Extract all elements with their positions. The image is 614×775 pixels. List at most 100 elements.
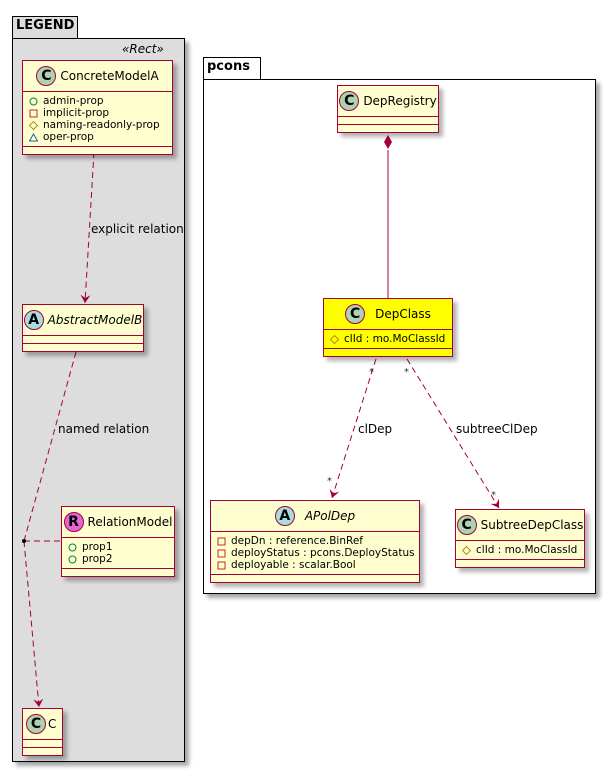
- attribute-row: naming-readonly-prop: [29, 119, 166, 131]
- attribute-name: deployStatus : pcons.DeployStatus: [231, 547, 415, 559]
- attribute-name: deployable : scalar.Bool: [231, 559, 356, 571]
- attribute-name: depDn : reference.BinRef: [231, 535, 363, 547]
- package-visibility-icon: [29, 132, 38, 141]
- class-dep-class[interactable]: C DepClass clId : mo.MoClassId: [323, 298, 453, 357]
- class-name: RelationModel: [87, 515, 173, 529]
- class-c-icon: C: [36, 66, 57, 86]
- methods-compartment: [324, 349, 452, 356]
- legend-package-tab: LEGEND: [12, 16, 78, 38]
- methods-compartment: [23, 748, 62, 755]
- attribute-list: prop1 prop2: [62, 538, 174, 569]
- subtree-cl-dep-source-multiplicity: *: [404, 367, 409, 378]
- explicit-relation-label: explicit relation: [91, 222, 184, 236]
- class-header: C SubtreeDepClass: [456, 510, 584, 541]
- class-name: DepRegistry: [363, 94, 437, 108]
- public-visibility-icon: [68, 543, 77, 551]
- pcons-package-tab: pcons: [203, 57, 261, 79]
- edge-subtree-cl-dep: [406, 358, 500, 509]
- legend-package: [12, 38, 185, 762]
- class-subtree-dep-class[interactable]: C SubtreeDepClass clId : mo.MoClassId: [455, 509, 585, 568]
- methods-compartment: [23, 344, 143, 351]
- methods-compartment: [62, 569, 174, 576]
- class-header: R RelationModel: [62, 507, 174, 538]
- protected-visibility-icon: [462, 545, 471, 555]
- cl-dep-target-multiplicity: *: [327, 476, 332, 487]
- class-c[interactable]: C C: [22, 708, 63, 756]
- class-concrete-model-a[interactable]: C ConcreteModelA admin-prop implicit-pro…: [22, 60, 173, 155]
- attribute-name: naming-readonly-prop: [43, 119, 160, 131]
- composition-diamond-icon: [384, 135, 392, 149]
- attribute-list: admin-prop implicit-prop naming-readonly…: [23, 92, 172, 147]
- attribute-row: deployable : scalar.Bool: [217, 559, 413, 571]
- methods-compartment: [456, 560, 584, 567]
- private-visibility-icon: [217, 537, 226, 545]
- relation-r-icon: R: [63, 512, 84, 532]
- attribute-list: clId : mo.MoClassId: [456, 541, 584, 560]
- class-c-icon: C: [456, 515, 477, 535]
- attribute-list: clId : mo.MoClassId: [324, 330, 452, 349]
- edge-named-relation-lower: [23, 540, 44, 708]
- edge-named-relation-upper: [23, 351, 77, 542]
- attribute-name: clId : mo.MoClassId: [344, 333, 446, 345]
- subtree-cl-dep-label: subtreeClDep: [456, 422, 538, 436]
- class-c-icon: C: [345, 304, 366, 324]
- private-visibility-icon: [29, 109, 38, 117]
- attribute-row: prop2: [68, 553, 168, 565]
- attributes-compartment: [23, 336, 143, 344]
- methods-compartment: [23, 147, 172, 154]
- attribute-row: admin-prop: [29, 95, 166, 107]
- attributes-compartment: [338, 117, 438, 125]
- cl-dep-source-multiplicity: *: [369, 367, 374, 378]
- attribute-list: depDn : reference.BinRef deployStatus : …: [211, 532, 419, 575]
- class-name: APolDep: [304, 509, 356, 523]
- class-name: DepClass: [375, 307, 431, 321]
- class-dep-registry[interactable]: C DepRegistry: [337, 85, 439, 133]
- private-visibility-icon: [217, 549, 226, 557]
- class-header: C DepClass: [324, 299, 452, 330]
- attribute-row: implicit-prop: [29, 107, 166, 119]
- class-name: C: [48, 717, 57, 731]
- edge-explicit-relation: [80, 151, 95, 304]
- attributes-compartment: [23, 740, 62, 748]
- methods-compartment: [338, 125, 438, 132]
- abstract-a-icon: A: [274, 506, 295, 526]
- named-relation-label: named relation: [58, 422, 150, 436]
- class-header: A AbstractModelB: [23, 305, 143, 336]
- public-visibility-icon: [29, 97, 38, 105]
- subtree-cl-dep-target-multiplicity: *: [491, 490, 496, 501]
- abstract-a-icon: A: [23, 310, 44, 330]
- class-relation-model[interactable]: R RelationModel prop1 prop2: [61, 506, 175, 577]
- class-name: ConcreteModelA: [60, 69, 159, 83]
- cl-dep-label: clDep: [358, 422, 393, 436]
- methods-compartment: [211, 575, 419, 582]
- attribute-name: prop2: [82, 553, 113, 565]
- attribute-row: oper-prop: [29, 131, 166, 143]
- public-visibility-icon: [68, 555, 77, 563]
- legend-stereotype: «Rect»: [122, 42, 164, 56]
- attribute-row: deployStatus : pcons.DeployStatus: [217, 547, 415, 559]
- attribute-row: prop1: [68, 541, 168, 553]
- attribute-name: implicit-prop: [43, 107, 110, 119]
- class-abstract-model-b[interactable]: A AbstractModelB: [22, 304, 144, 352]
- edge-junction-dot: [22, 539, 26, 543]
- class-name: AbstractModelB: [47, 313, 143, 327]
- class-name: SubtreeDepClass: [480, 518, 584, 532]
- class-header: C ConcreteModelA: [23, 61, 172, 92]
- attribute-name: clId : mo.MoClassId: [476, 544, 578, 556]
- protected-visibility-icon: [29, 120, 38, 130]
- attribute-row: depDn : reference.BinRef: [217, 535, 413, 547]
- class-header: C DepRegistry: [338, 86, 438, 117]
- protected-visibility-icon: [330, 334, 339, 344]
- class-c-icon: C: [339, 91, 360, 111]
- attribute-name: admin-prop: [43, 95, 104, 107]
- attribute-row: clId : mo.MoClassId: [462, 544, 578, 556]
- class-apol-dep[interactable]: A APolDep depDn : reference.BinRef deplo…: [210, 500, 420, 583]
- class-c-icon: C: [26, 714, 46, 734]
- attribute-row: clId : mo.MoClassId: [330, 333, 446, 345]
- attribute-name: prop1: [82, 541, 113, 553]
- class-header: A APolDep: [211, 501, 419, 532]
- private-visibility-icon: [217, 561, 226, 569]
- attribute-name: oper-prop: [43, 131, 94, 143]
- edge-cl-dep: [329, 358, 377, 499]
